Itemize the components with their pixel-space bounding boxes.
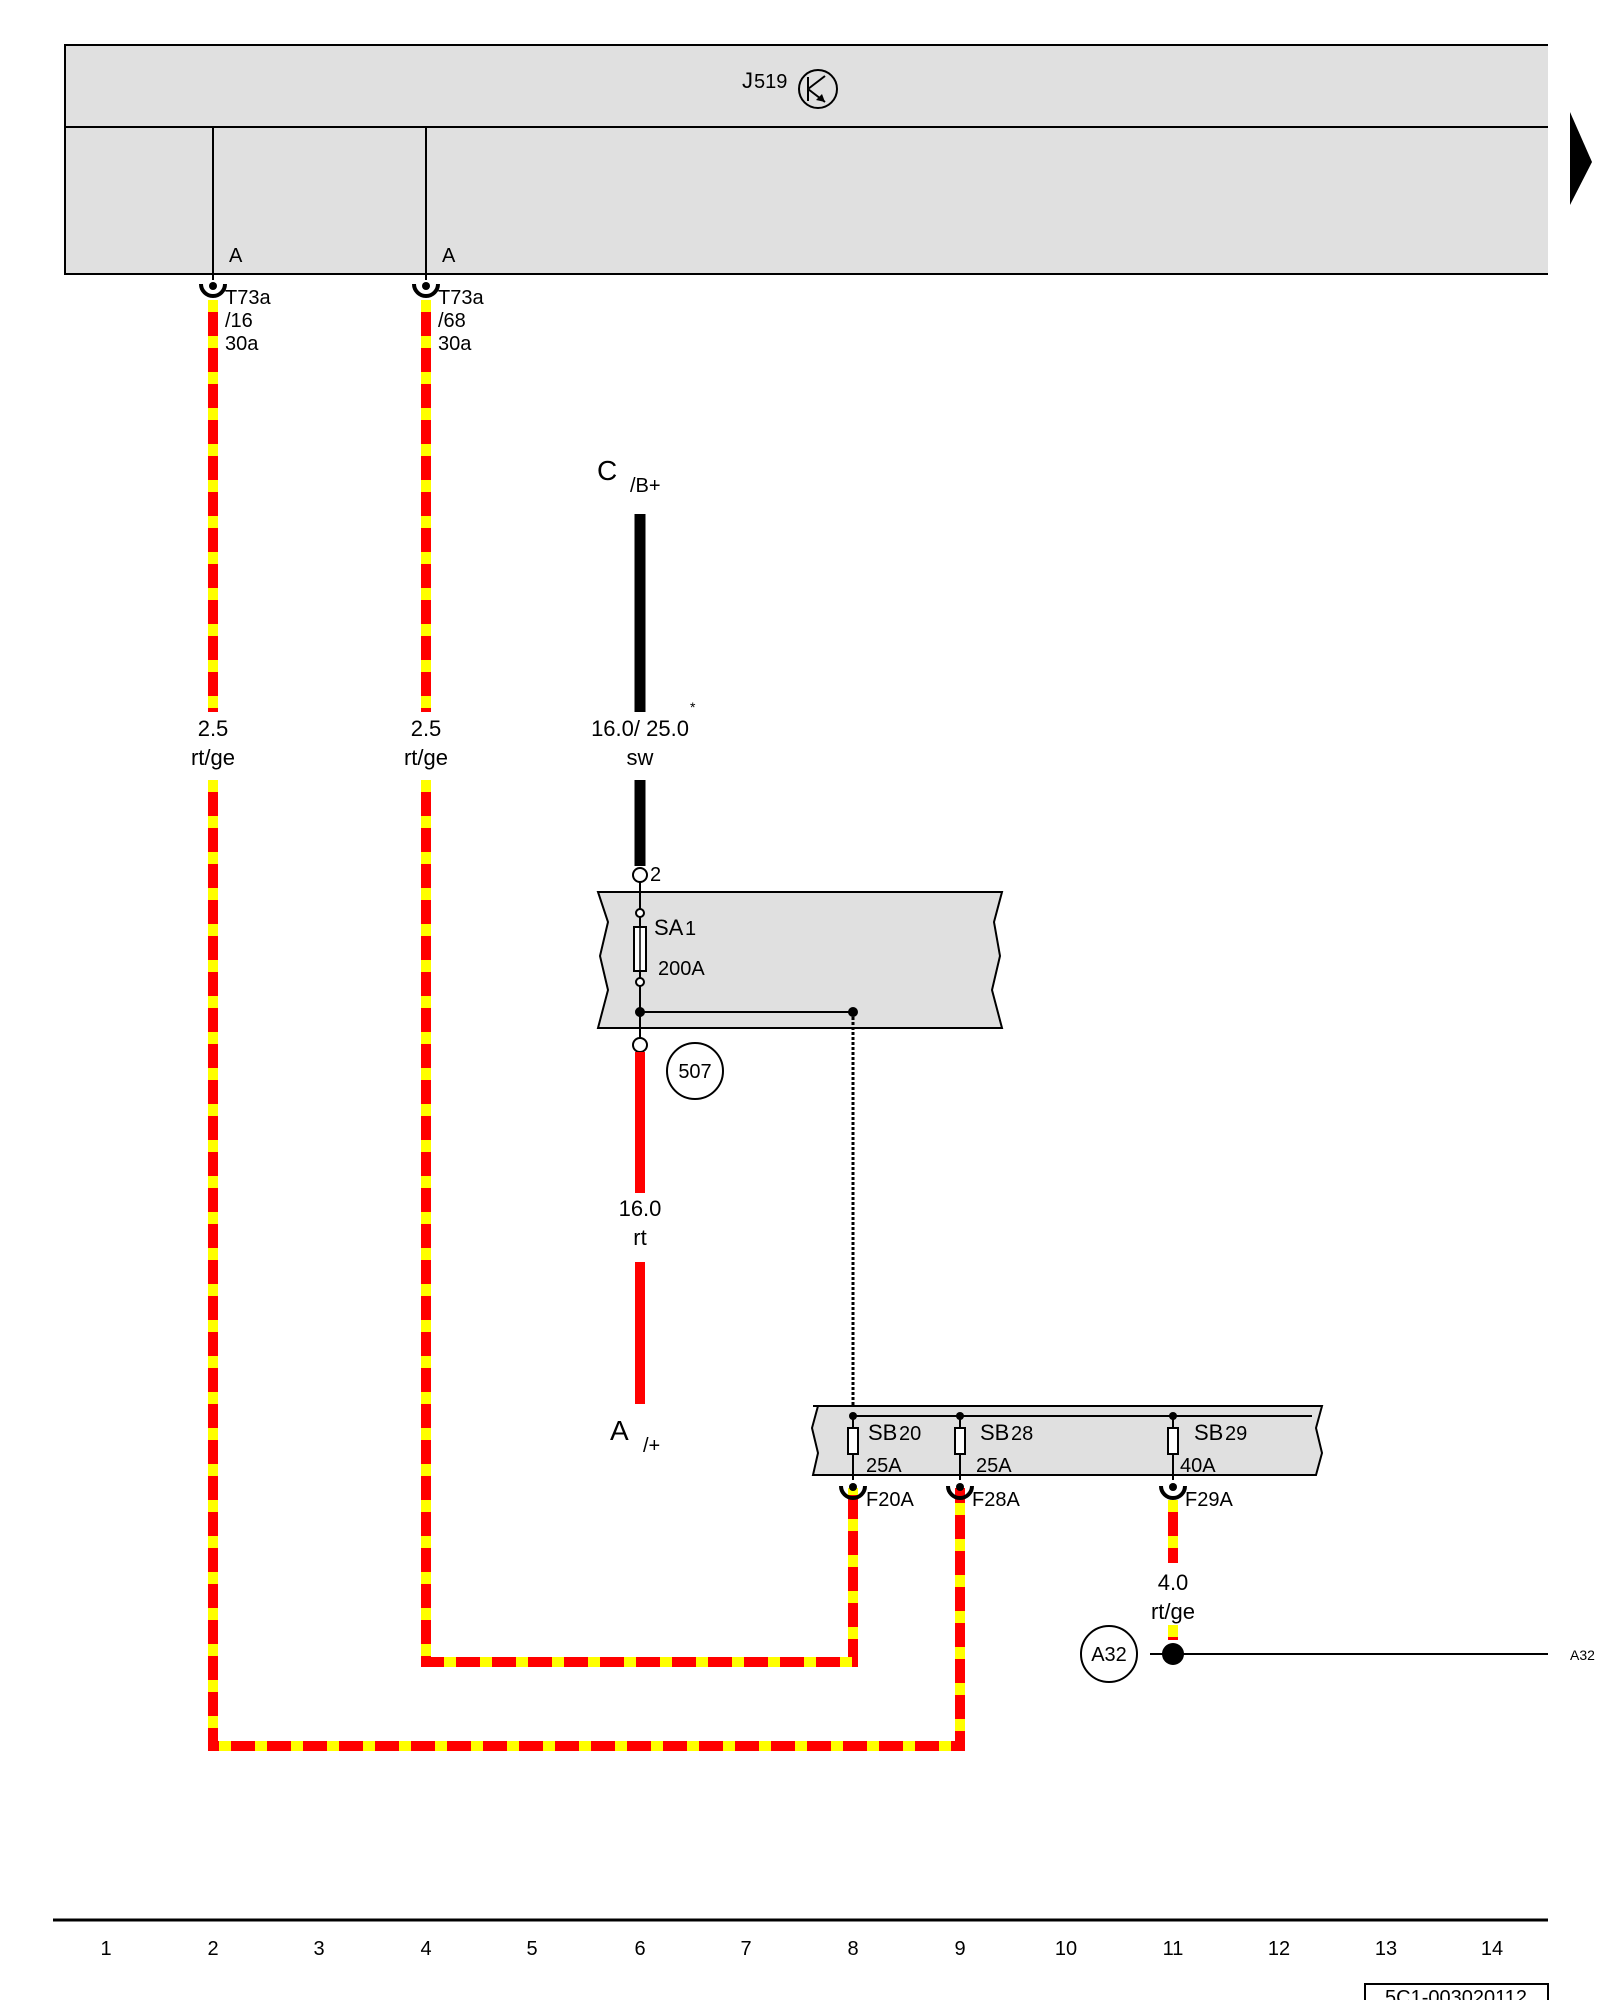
fuse-terminal: F29A	[1185, 1489, 1233, 1511]
wire-t73a-16-to-f28a	[208, 300, 965, 1751]
fuse-rating: 40A	[1180, 1455, 1216, 1477]
fuse-subscript: 1	[685, 918, 696, 940]
control-unit-subscript: 519	[754, 71, 787, 93]
continuation-arrow-icon	[1570, 112, 1592, 205]
connection-circle-label: A32	[1091, 1644, 1127, 1666]
grid-number: 8	[847, 1938, 858, 1960]
connector-terminal-icon	[412, 282, 440, 298]
grid-number: 10	[1055, 1938, 1077, 1960]
fuse-panel-sb	[810, 1405, 1324, 1476]
ref-a-letter: A	[610, 1415, 629, 1446]
wire-size-label: 16.0/ 25.0	[591, 716, 689, 741]
fuse-name: SA	[654, 915, 684, 940]
fuse-sb29: SB 29 40A F29A	[1159, 1412, 1247, 1511]
fuse-name: SB	[868, 1420, 897, 1445]
connector-terminal-icon	[1159, 1485, 1187, 1500]
wire-size-label: 2.5	[411, 716, 442, 741]
grid-number: 5	[526, 1938, 537, 1960]
document-number: 5C1-003020112	[1385, 1987, 1527, 2000]
fuse-sb28: SB 28 25A F28A	[946, 1412, 1033, 1511]
ref-c-sub: /B+	[630, 475, 661, 497]
wire-t73a-68-to-f20a	[421, 300, 858, 1667]
grid-number: 6	[634, 1938, 645, 1960]
document-number-box: 5C1-003020112	[1364, 1983, 1549, 2000]
connector-label-t73a-68: T73a /68 30a	[438, 287, 484, 355]
fuse-rating: 25A	[976, 1455, 1012, 1477]
wire-color-label: rt/ge	[1151, 1599, 1195, 1624]
ground-point-label: 507	[678, 1061, 711, 1083]
fuse-subscript: 29	[1225, 1423, 1247, 1445]
ref-c-letter: C	[597, 455, 617, 486]
grid-number: 4	[420, 1938, 431, 1960]
grid-number: 2	[207, 1938, 218, 1960]
grid-number: 13	[1375, 1938, 1397, 1960]
wire-size-label: 16.0	[619, 1196, 662, 1221]
connector-name: T73a	[438, 287, 484, 309]
pin-label-a-1: A	[229, 245, 243, 267]
wire-size-label: 2.5	[198, 716, 229, 741]
connector-terminal-icon	[839, 1485, 867, 1500]
grid-number: 7	[740, 1938, 751, 1960]
connector-name: T73a	[225, 287, 271, 309]
connector-terminal-icon	[199, 282, 227, 298]
ref-a-sub: /+	[643, 1435, 660, 1457]
fuse-subscript: 28	[1011, 1423, 1033, 1445]
control-unit-name: J	[742, 68, 753, 93]
wire-color-label: rt	[633, 1225, 646, 1250]
connector-terminal-icon	[946, 1485, 974, 1500]
fuse-name: SB	[980, 1420, 1009, 1445]
connector-label-t73a-16: T73a /16 30a	[225, 287, 271, 355]
fuse-rating: 25A	[866, 1455, 902, 1477]
grid-number: 12	[1268, 1938, 1290, 1960]
transistor-symbol-icon	[798, 69, 838, 109]
fuse-icon	[847, 1427, 859, 1455]
fuse-subscript: 20	[899, 1423, 921, 1445]
fuse-icon	[954, 1427, 966, 1455]
wire-color-label: rt/ge	[191, 745, 235, 770]
fuse-panel-sa: 2 SA 1 200A	[596, 864, 1004, 1038]
fuse-icon	[1167, 1427, 1179, 1455]
grid-number: 9	[954, 1938, 965, 1960]
fuse-pin-label: 2	[650, 864, 661, 886]
connector-terminal: 30a	[225, 333, 259, 355]
fuse-sb20: SB 20 25A F20A	[839, 1412, 921, 1511]
wire-size-label: 4.0	[1158, 1570, 1189, 1595]
grid-number: 3	[313, 1938, 324, 1960]
grid-number: 1	[100, 1938, 111, 1960]
wire-color-label: rt/ge	[404, 745, 448, 770]
ground-point-507: 507	[666, 1042, 724, 1100]
pin-label-a-2: A	[442, 245, 456, 267]
wire-color-label: sw	[627, 745, 654, 770]
connection-edge-label: A32	[1570, 1647, 1595, 1663]
wire-note-asterisk: *	[690, 699, 696, 715]
fuse-name: SB	[1194, 1420, 1223, 1445]
connector-terminal: 30a	[438, 333, 472, 355]
connection-a32: A32 A32	[1080, 1625, 1595, 1683]
grid-numbers: 1 2 3 4 5 6 7 8 9 10 11 12 13 14	[100, 1938, 1503, 1960]
control-unit-j519: J 519 A A	[64, 44, 1548, 280]
fuse-rating: 200A	[658, 958, 705, 980]
connector-pin: /16	[225, 310, 253, 332]
fuse-terminal: F28A	[972, 1489, 1020, 1511]
grid-number: 14	[1481, 1938, 1503, 1960]
fuse-terminal: F20A	[866, 1489, 914, 1511]
grid-number: 11	[1163, 1938, 1184, 1960]
connector-pin: /68	[438, 310, 466, 332]
